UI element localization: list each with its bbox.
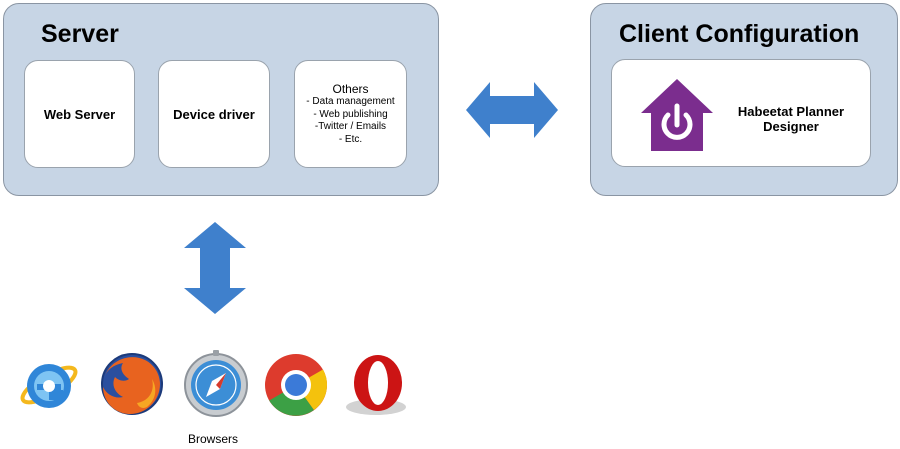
others-item: - Etc.: [338, 133, 363, 145]
server-client-arrow: [466, 82, 558, 138]
safari-icon: [184, 350, 248, 417]
chrome-icon: [265, 354, 328, 416]
web-server-card: Web Server: [24, 60, 135, 168]
others-item: -Twitter / Emails: [314, 121, 387, 132]
server-panel: Server Web Server Device driver Others -…: [3, 3, 439, 196]
client-app-name: Habeetat Planner Designer: [721, 104, 861, 134]
opera-icon: [346, 355, 406, 415]
firefox-icon: [101, 353, 163, 415]
others-heading: Others: [332, 82, 369, 96]
client-panel: Client Configuration Habeetat Planner De…: [590, 3, 898, 196]
device-driver-label: Device driver: [173, 106, 255, 122]
device-driver-card: Device driver: [158, 60, 270, 168]
others-item: - Web publishing: [313, 108, 388, 120]
app-name-line1: Habeetat Planner: [737, 104, 845, 119]
server-title: Server: [41, 20, 119, 48]
internet-explorer-icon: [20, 364, 78, 408]
app-name-line2: Designer: [763, 119, 819, 134]
others-item: - Data management: [306, 96, 395, 107]
browsers-caption: Browsers: [188, 432, 239, 446]
client-title: Client Configuration: [619, 20, 860, 48]
server-browsers-arrow: [184, 222, 246, 314]
others-list: - Data management - Web publishing -Twit…: [306, 96, 394, 146]
habeetat-logo-icon: [641, 79, 713, 151]
web-server-label: Web Server: [43, 106, 116, 122]
others-card: Others - Data management - Web publishin…: [294, 60, 407, 168]
